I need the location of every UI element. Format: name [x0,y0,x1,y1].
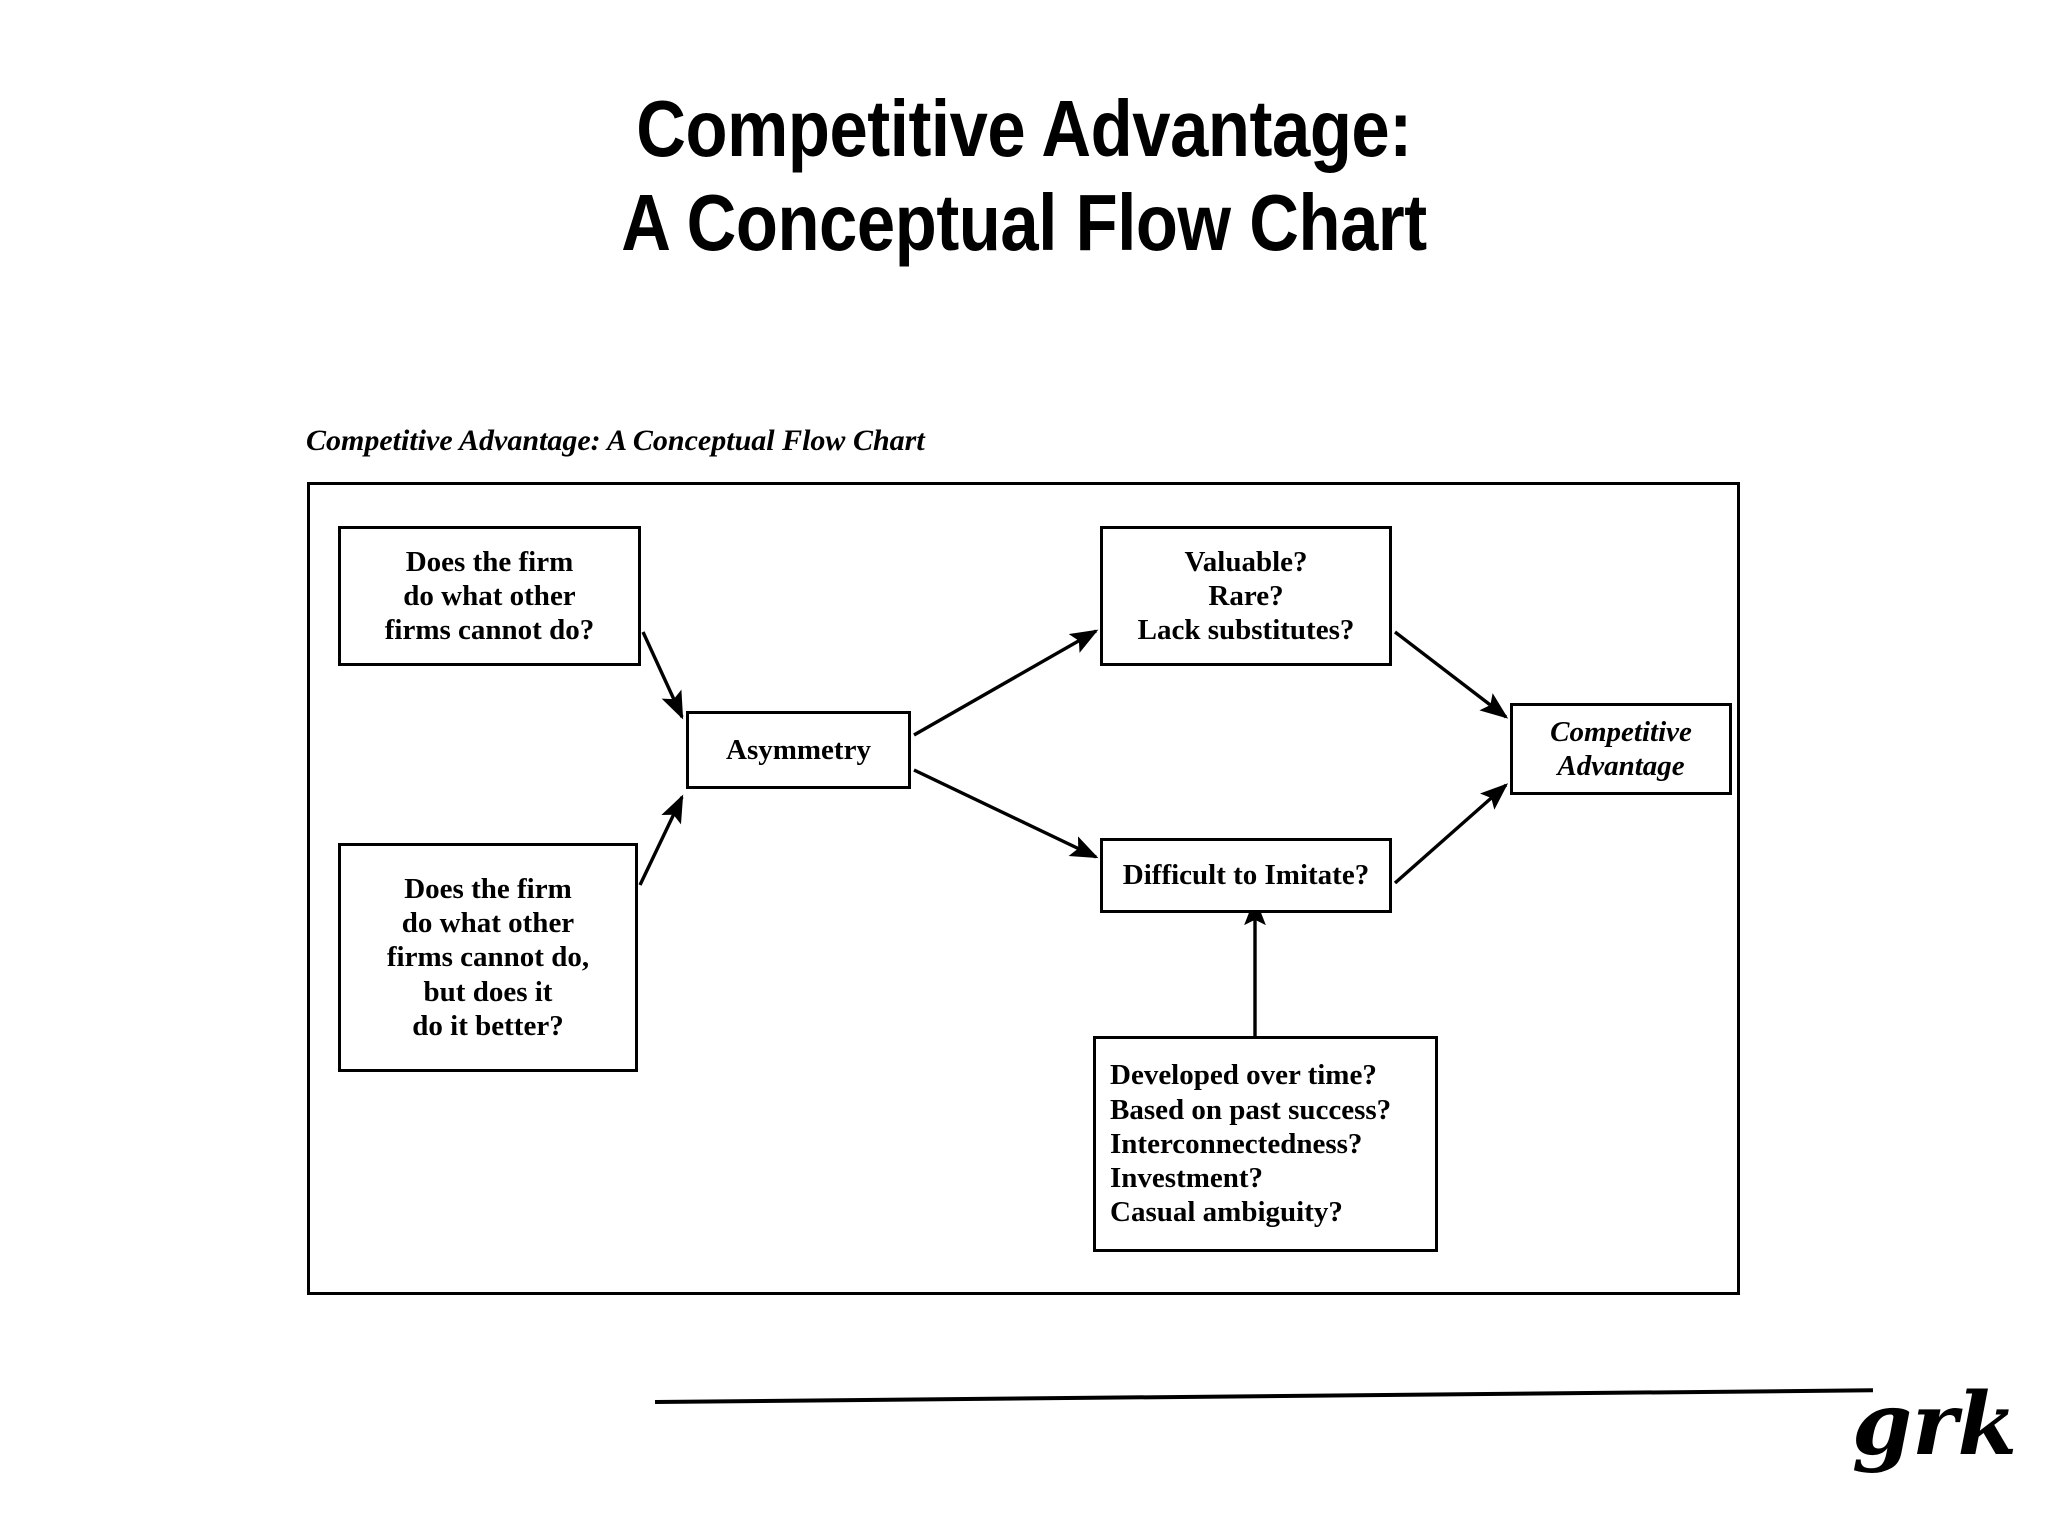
edge-asymmetry-to-imitate [913,768,1099,859]
edge-vrs-to-advantage [1393,630,1509,719]
node-q2-text: Does the firm do what other firms cannot… [386,872,590,1042]
edge-q1-to-asymmetry [641,631,684,720]
node-asymmetry-text: Asymmetry [726,733,871,766]
node-difficult-to-imitate[interactable]: Difficult to Imitate? [1100,838,1392,913]
node-question-does-firm-do-it-better[interactable]: Does the firm do what other firms cannot… [338,843,638,1072]
page-title-line-1: Competitive Advantage: [636,84,1412,173]
node-competitive-advantage[interactable]: Competitive Advantage [1510,703,1732,795]
node-factors-text: Developed over time? Based on past succe… [1110,1059,1392,1229]
grk-signature-logo: grk [1852,1374,2017,1475]
grk-signature-text: grk [1852,1374,2017,1475]
flowchart-frame: Does the firm do what other firms cannot… [307,482,1740,1295]
node-advantage-text: Competitive Advantage [1550,715,1692,782]
node-asymmetry[interactable]: Asymmetry [686,711,911,789]
node-q1-text: Does the firm do what other firms cannot… [384,545,595,647]
node-question-does-firm-do-what-others-cannot[interactable]: Does the firm do what other firms cannot… [338,526,641,666]
page-title: Competitive Advantage: A Conceptual Flow… [143,82,1904,271]
node-imitation-barrier-factors[interactable]: Developed over time? Based on past succe… [1093,1036,1438,1252]
node-vrs-text: Valuable? Rare? Lack substitutes? [1137,545,1355,647]
edge-asymmetry-to-vrs [913,629,1099,737]
figure-caption: Competitive Advantage: A Conceptual Flow… [306,424,925,457]
edge-imitate-to-advantage [1393,783,1509,885]
node-valuable-rare-lack-substitutes[interactable]: Valuable? Rare? Lack substitutes? [1100,526,1392,666]
footer-divider [655,1388,1873,1404]
page-title-line-2: A Conceptual Flow Chart [621,178,1427,268]
edge-q2-to-asymmetry [638,794,684,886]
node-imitate-text: Difficult to Imitate? [1122,859,1370,892]
